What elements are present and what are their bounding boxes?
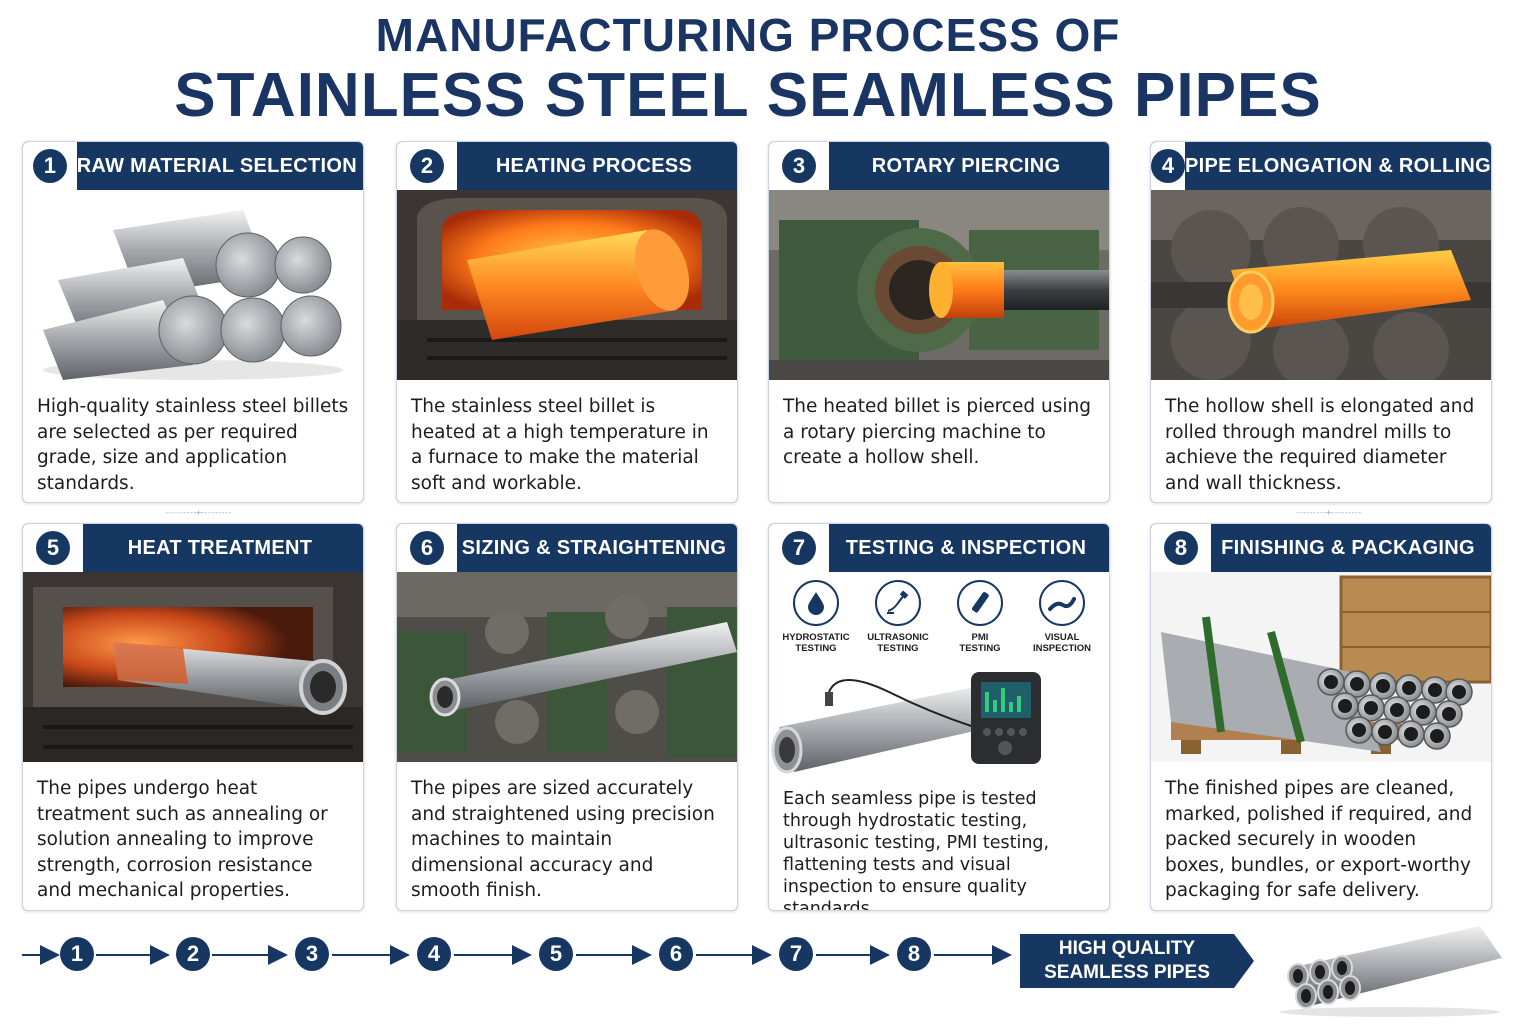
step-title: PIPE ELONGATION & ROLLING [1185,154,1492,177]
result-badge: HIGH QUALITY SEAMLESS PIPES [1020,934,1234,988]
step-header: 8 FINISHING & PACKAGING [1151,524,1491,572]
step-description: Each seamless pipe is tested through hyd… [783,789,1050,911]
flow-step-4: 4 [417,937,451,971]
flow-step-7: 7 [779,937,813,971]
step-description: The pipes undergo heat treatment such as… [37,778,328,901]
step-title: FINISHING & PACKAGING [1221,536,1475,559]
step-description: The hollow shell is elongated and rolled… [1165,396,1475,494]
step-title: TESTING & INSPECTION [845,536,1087,559]
step-number-badge: 7 [782,531,816,565]
flow-arrows [22,945,1012,965]
step-number-badge: 3 [782,149,816,183]
step-title: HEATING PROCESS [495,154,693,177]
step-header: 4 PIPE ELONGATION & ROLLING [1151,142,1491,190]
step-number-badge: 2 [410,149,444,183]
step-card-6: 6 SIZING & STRAIGHTENING The pipes are s… [396,523,738,911]
probe-icon [875,580,921,626]
page-title-line2: STAINLESS STEEL SEAMLESS PIPES [174,61,1322,130]
flow-step-2: 2 [176,937,210,971]
flow-step-1: 1 [60,937,94,971]
step-description: The finished pipes are cleaned, marked, … [1165,778,1473,901]
ultrasonic-tester-image [769,672,1109,782]
piercing-machine-image [769,190,1109,380]
step-card-4: 4 PIPE ELONGATION & ROLLING The hollow s… [1150,141,1492,503]
step-header: 6 SIZING & STRAIGHTENING [397,524,737,572]
mandrel-mill-image [1151,190,1491,380]
result-line2: SEAMLESS PIPES [1044,962,1210,983]
step-card-5: 5 HEAT TREATMENT The pipes undergo heat [22,523,364,911]
step-number-badge: 4 [1151,149,1185,183]
page-title-line1: MANUFACTURING PROCESS OF [375,9,1121,61]
row-separator-left: - - - - - - - - -+- - - - - - - - - [166,508,231,517]
straightening-machine-image [397,572,737,762]
step-card-2: 2 HEATING PROCESS The stainless [396,141,738,503]
step-description: The stainless steel billet is heated at … [411,396,709,494]
step-title: RAW MATERIAL SELECTION [76,154,357,177]
step-card-3: 3 ROTARY PIERCING The heat [768,141,1110,503]
step-header: 2 HEATING PROCESS [397,142,737,190]
step-card-8: 8 FINISHING & PACKAGING [1150,523,1492,911]
flow-step-3: 3 [295,937,329,971]
step-header: 1 RAW MATERIAL SELECTION [23,142,363,190]
water-drop-icon [793,580,839,626]
step-number-badge: 1 [32,149,67,183]
packaged-pipes-image [1151,572,1491,762]
step-header: 5 HEAT TREATMENT [23,524,363,572]
step-description: High-quality stainless steel billets are… [37,396,349,494]
step-title: HEAT TREATMENT [127,536,313,559]
pipe-inspect-icon [1039,580,1085,626]
step-description: The heated billet is pierced using a rot… [783,396,1091,468]
flow-step-5: 5 [539,937,573,971]
finished-pipes-image [1280,926,1502,1017]
annealing-furnace-image [23,572,363,762]
analyzer-gun-icon [957,580,1003,626]
flow-step-8: 8 [897,937,931,971]
step-number-badge: 5 [36,531,70,565]
step-card-1: 1 RAW MATERIAL SELECTION [22,141,364,503]
step-title: SIZING & STRAIGHTENING [461,536,727,559]
step-number-badge: 6 [410,531,444,565]
furnace-image [397,190,737,380]
flow-step-6: 6 [659,937,693,971]
step-header: 7 TESTING & INSPECTION [769,524,1109,572]
step-description: The pipes are sized accurately and strai… [411,778,715,901]
result-badge-arrow [1234,934,1254,988]
step-number-badge: 8 [1164,531,1198,565]
step-header: 3 ROTARY PIERCING [769,142,1109,190]
row-separator-right: - - - - - - - - -+- - - - - - - - - [1296,508,1361,517]
step-title: ROTARY PIERCING [871,154,1061,177]
result-line1: HIGH QUALITY [1058,938,1196,959]
billets-image [23,190,363,380]
